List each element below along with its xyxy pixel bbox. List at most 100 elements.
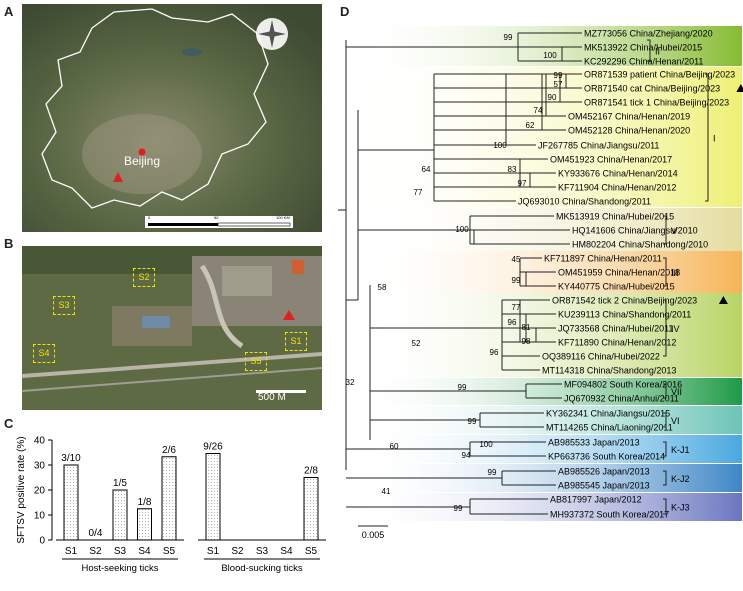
- bootstrap-value: 90: [548, 93, 557, 102]
- bootstrap-value: 83: [508, 165, 517, 174]
- bar: [137, 508, 152, 541]
- site-marker: [113, 172, 123, 182]
- tree-leaf-label: KF711890 China/Henan/2012: [558, 338, 676, 348]
- tree-leaf-label: AB985533 Japan/2013: [548, 438, 640, 448]
- group-label: Host-seeking ticks: [81, 563, 158, 574]
- bootstrap-value: 99: [512, 276, 521, 285]
- site-box-s2: S2: [133, 268, 155, 287]
- x-tick-label: S4: [280, 546, 293, 557]
- scale-label-0: 0: [148, 215, 151, 220]
- site-box-s4: S4: [33, 344, 55, 363]
- group-label: Blood-sucking ticks: [221, 563, 303, 574]
- bootstrap-value: 62: [526, 121, 535, 130]
- bootstrap-value: 52: [412, 339, 421, 348]
- bootstrap-value: 96: [508, 318, 517, 327]
- bootstrap-value: 99: [454, 504, 463, 513]
- site-box-s1: S1: [285, 332, 307, 351]
- tree-leaf-label: HQ141606 China/Jiangsu/2010: [572, 226, 698, 236]
- bootstrap-value: 100: [479, 440, 493, 449]
- beijing-marker-icon: [718, 296, 728, 304]
- clade-label: II: [655, 47, 660, 57]
- clade-label: VII: [671, 387, 682, 397]
- tree-leaf-label: OM451959 China/Henan/2018: [558, 268, 680, 278]
- tree-leaf-label: OR871541 tick 1 China/Beijing/2023: [584, 98, 729, 108]
- tree-leaf-label: MK513922 China/Hubei/2015: [584, 43, 702, 53]
- bootstrap-value: 32: [346, 378, 355, 387]
- tree-leaf-label: OR871540 cat China/Beijing/2023: [584, 84, 720, 94]
- satellite-map-beijing: Beijing 0 50 100 KM: [22, 4, 322, 232]
- clade-bracket: [647, 39, 651, 62]
- bootstrap-value: 64: [422, 165, 431, 174]
- tree-leaf-label: HM802204 China/Shandong/2010: [572, 240, 708, 250]
- panel-label-c: C: [4, 416, 14, 431]
- clade-bracket: [663, 257, 667, 287]
- tree-leaf-label: AB985545 Japan/2013: [558, 481, 650, 491]
- compass-icon: [256, 18, 288, 50]
- bar-data-label: 3/10: [61, 453, 81, 464]
- bar-data-label: 1/8: [138, 497, 152, 508]
- clade-label: IV: [671, 324, 680, 334]
- bootstrap-value: 99: [504, 33, 513, 42]
- clade-label: K-J1: [671, 445, 690, 455]
- tree-leaf-label: MF094802 South Korea/2016: [564, 380, 682, 390]
- tree-leaf-label: OR871542 tick 2 China/Beijing/2023: [552, 296, 697, 306]
- tree-leaf-label: KC292296 China/Henan/2011: [584, 57, 703, 67]
- bootstrap-value: 60: [390, 442, 399, 451]
- site-box-s3: S3: [53, 296, 75, 315]
- x-tick-label: S5: [163, 546, 176, 557]
- clade-bracket: [663, 470, 667, 486]
- tree-leaf-label: KF711897 China/Henan/2011: [544, 254, 662, 264]
- x-tick-label: S1: [65, 546, 78, 557]
- clade-bracket: [705, 73, 709, 202]
- tree-leaf-label: OQ389116 China/Hubei/2022: [542, 352, 660, 362]
- tree-leaf-label: JQ670932 China/Anhui/2011: [564, 394, 679, 404]
- bootstrap-value: 45: [512, 255, 521, 264]
- bootstrap-value: 100: [455, 225, 469, 234]
- scale-label-100: 100 KM: [276, 215, 290, 220]
- bootstrap-value: 99: [458, 383, 467, 392]
- bar: [205, 453, 221, 541]
- bootstrap-value: 74: [534, 106, 543, 115]
- clade-label: I: [713, 134, 716, 144]
- bootstrap-value: 94: [462, 451, 471, 460]
- bootstrap-value: 77: [512, 303, 521, 312]
- tree-leaf-label: MT114265 China/Liaoning/2011: [546, 423, 673, 433]
- clade-label: K-J3: [671, 503, 690, 513]
- site-marker: [283, 310, 295, 320]
- bar-data-label: 2/6: [162, 445, 176, 456]
- panel-label-d: D: [340, 4, 350, 19]
- y-axis-label: SFTSV positive rate (%): [16, 436, 27, 543]
- clade-bracket: [663, 215, 667, 245]
- clade-label: V: [671, 226, 677, 236]
- tree-leaf-label: AB985526 Japan/2013: [558, 467, 650, 477]
- beijing-center-marker: [138, 148, 146, 156]
- bootstrap-value: 99: [468, 417, 477, 426]
- tree-leaf-label: MK513919 China/Hubei/2015: [556, 212, 674, 222]
- tree-leaf-label: MZ773056 China/Zhejiang/2020: [584, 29, 713, 39]
- bootstrap-value: 98: [522, 337, 531, 346]
- bootstrap-value: 57: [554, 80, 563, 89]
- bootstrap-value: 99: [488, 468, 497, 477]
- clade-bracket: [663, 498, 667, 515]
- bootstrap-value: 58: [378, 283, 387, 292]
- y-tick-label: 30: [34, 461, 46, 472]
- tree-leaf-label: JQ693010 China/Shandong/2011: [518, 197, 651, 207]
- bar: [63, 464, 79, 541]
- tree-leaf-label: OM452167 China/Henan/2019: [568, 112, 690, 122]
- tree-leaf-label: KY440775 China/Hubei/2015: [558, 282, 675, 292]
- panel-label-a: A: [4, 4, 14, 19]
- clade-bracket: [663, 441, 667, 457]
- y-tick-label: 40: [34, 436, 46, 447]
- bar-data-label: 1/5: [113, 478, 127, 489]
- bar-data-label: 2/8: [304, 466, 318, 477]
- bar-data-label: 9/26: [203, 442, 223, 453]
- clade-bracket: [663, 412, 667, 428]
- x-tick-label: S1: [207, 546, 220, 557]
- beijing-boundary: [41, 8, 269, 209]
- x-tick-label: S4: [138, 546, 151, 557]
- tree-leaf-label: JF267785 China/Jiangsu/2011: [538, 141, 659, 151]
- clade-label: III: [671, 268, 679, 278]
- bar: [161, 456, 177, 541]
- tree-leaf-label: KY933676 China/Henan/2014: [558, 169, 678, 179]
- x-tick-label: S2: [89, 546, 102, 557]
